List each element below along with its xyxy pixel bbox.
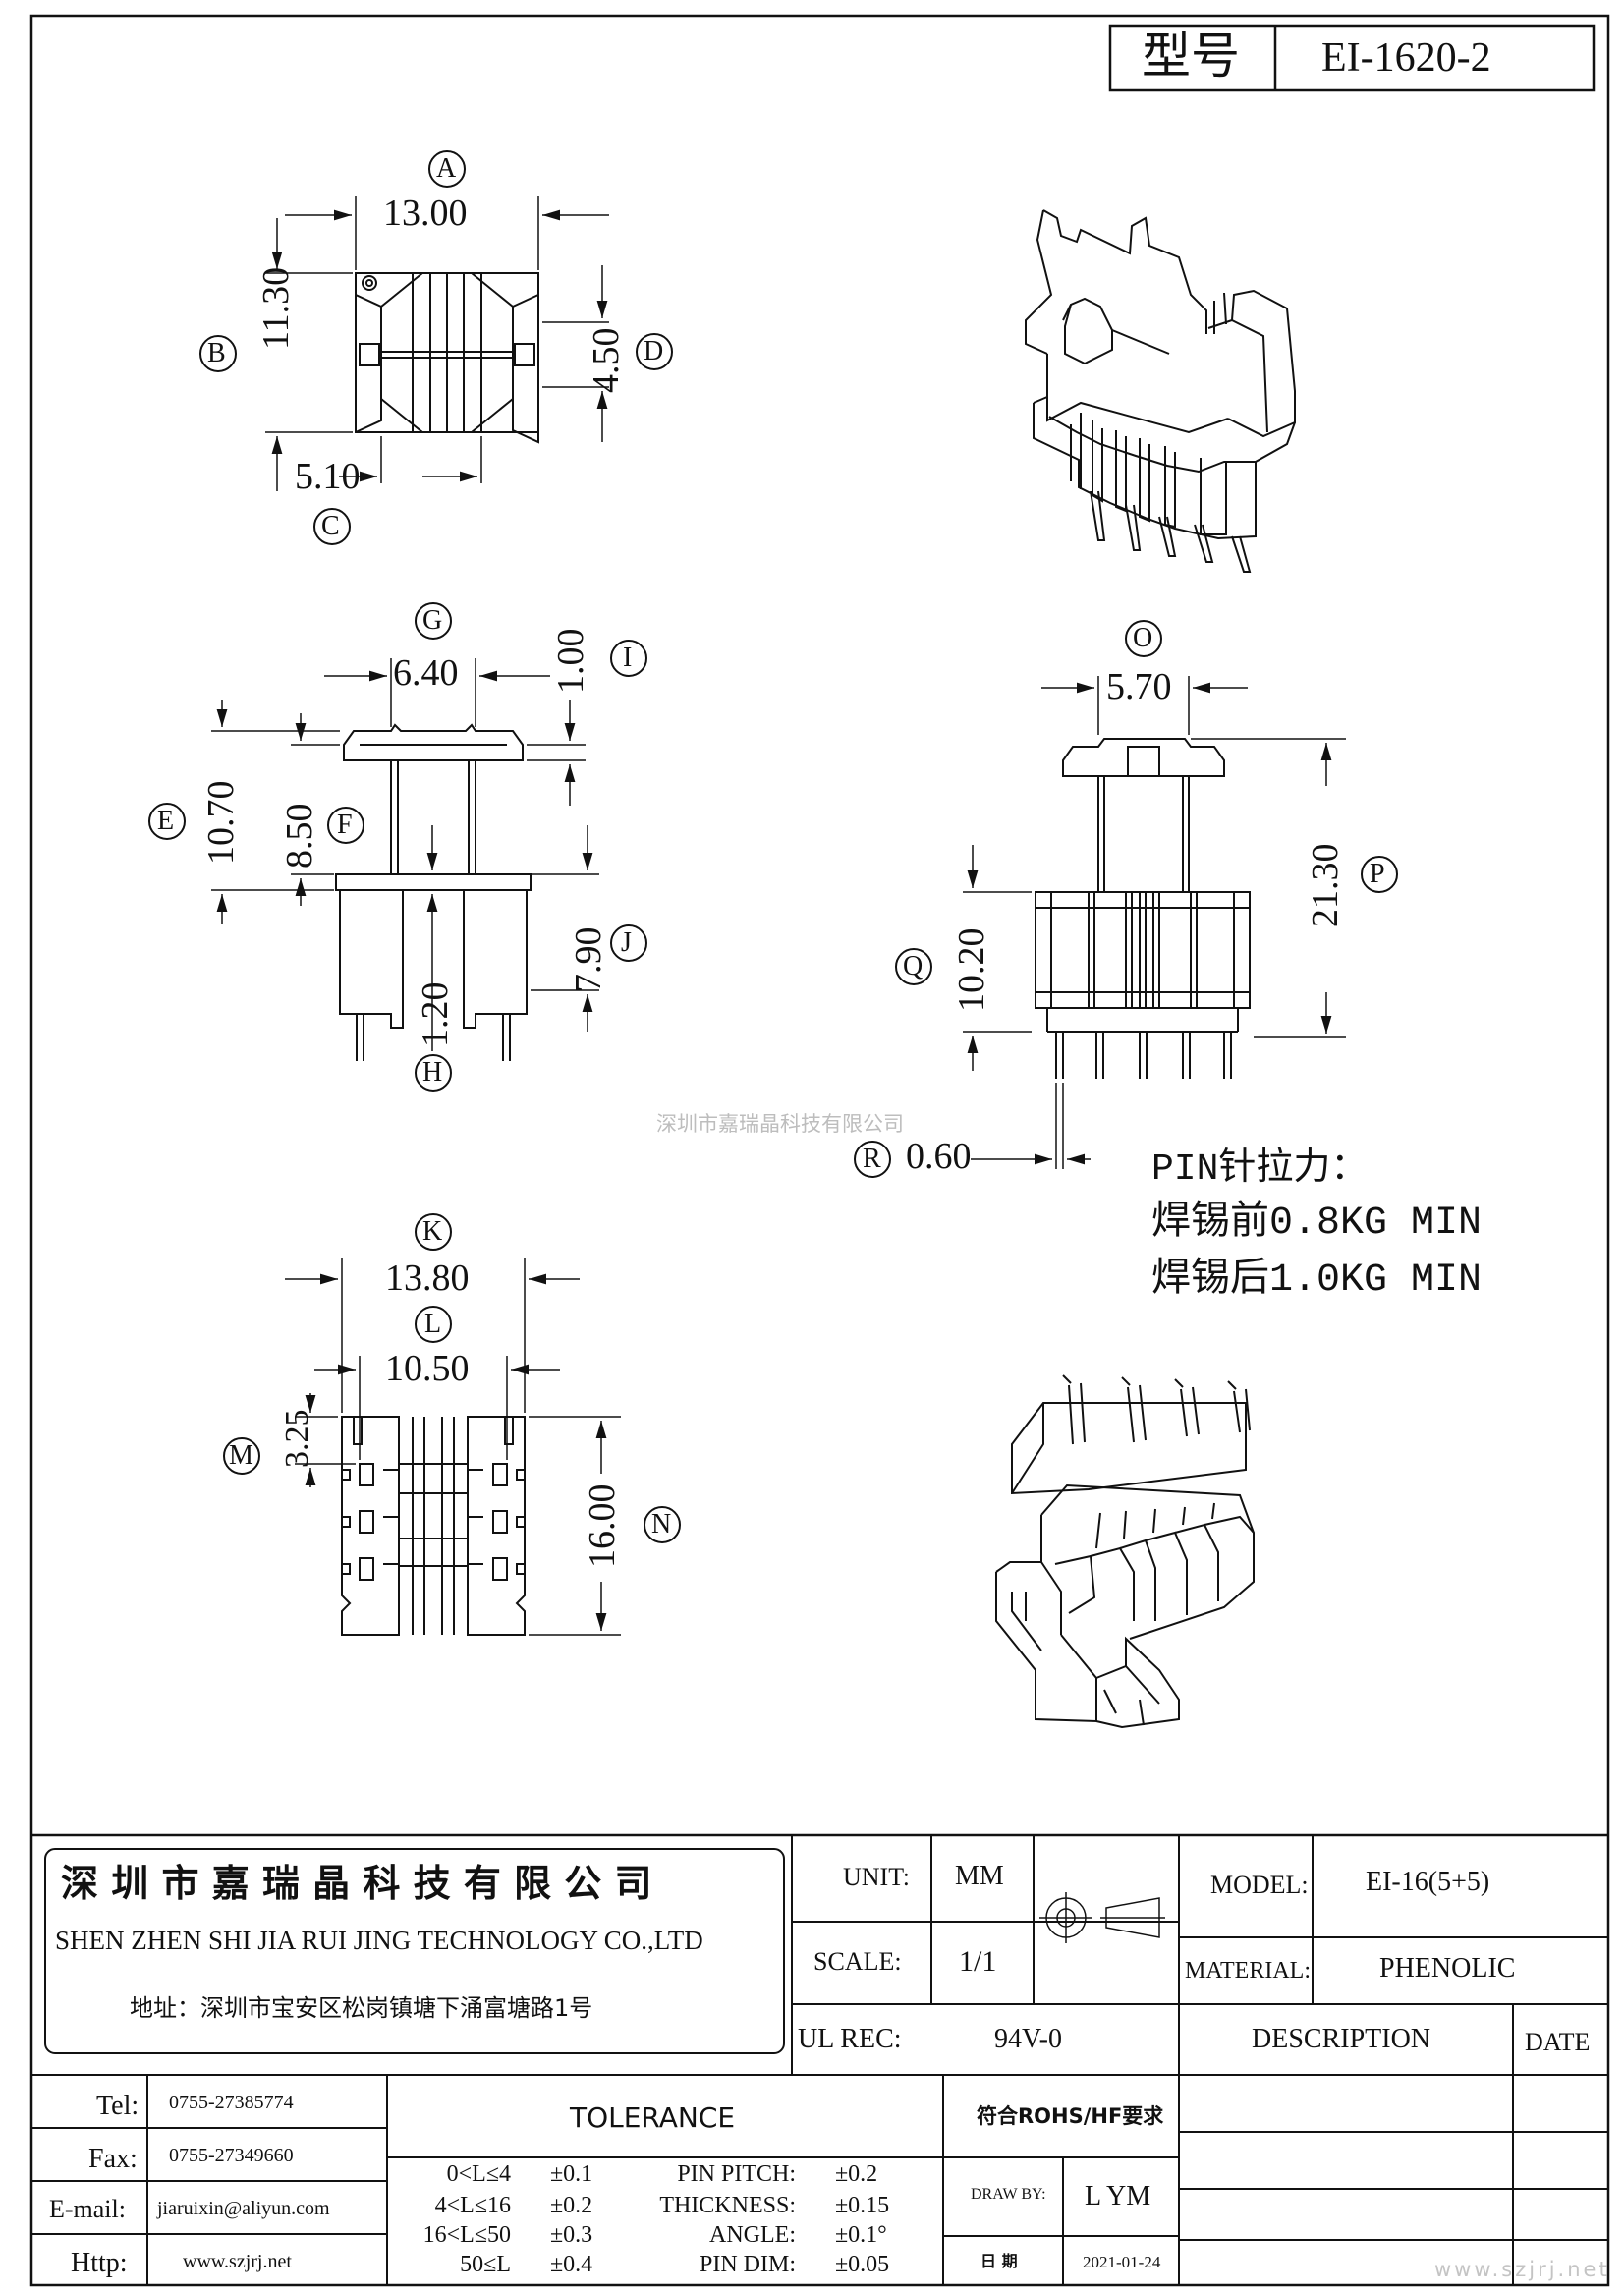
callout-d-letter: D bbox=[644, 336, 664, 366]
model-header-value: EI-1620-2 bbox=[1321, 35, 1491, 81]
callout-a-letter: A bbox=[436, 153, 457, 184]
unit-value: MM bbox=[955, 1861, 1004, 1891]
callout-j-letter: J bbox=[621, 927, 632, 958]
scale-label: SCALE: bbox=[813, 1947, 902, 1976]
callout-f-letter: F bbox=[337, 810, 353, 840]
dim-d-value: 4.50 bbox=[586, 327, 627, 394]
rohs-note: 符合ROHS/HF要求 bbox=[977, 2104, 1164, 2128]
dim-m-value: 3.25 bbox=[279, 1409, 315, 1469]
callout-g-letter: G bbox=[422, 605, 443, 636]
model-value: EI-16(5+5) bbox=[1366, 1867, 1490, 1897]
company-name-en: SHEN ZHEN SHI JIA RUI JING TECHNOLOGY CO… bbox=[55, 1926, 703, 1955]
callout-o-letter: O bbox=[1133, 623, 1153, 653]
callout-l-letter: L bbox=[424, 1309, 442, 1339]
model-header-label: 型号 bbox=[1142, 28, 1240, 84]
fax-label: Fax: bbox=[88, 2144, 138, 2174]
dim-g-value: 6.40 bbox=[393, 652, 459, 694]
dim-l-value: 10.50 bbox=[385, 1348, 470, 1389]
callout-q-letter: Q bbox=[903, 951, 924, 981]
email-value[interactable]: jiaruixin@aliyun.com bbox=[157, 2198, 330, 2219]
callout-e-letter: E bbox=[157, 806, 175, 836]
projection-symbol bbox=[1039, 1892, 1165, 1943]
date-header-label: DATE bbox=[1525, 2028, 1591, 2056]
callout-p-letter: P bbox=[1370, 859, 1385, 889]
callout-c-letter: C bbox=[321, 511, 340, 541]
company-name-cn: 深 圳 市 嘉 瑞 晶 科 技 有 限 公 司 bbox=[61, 1862, 652, 1905]
dim-o-value: 5.70 bbox=[1106, 666, 1172, 707]
dim-f-value: 8.50 bbox=[279, 803, 320, 869]
dim-c-value: 5.10 bbox=[295, 456, 361, 497]
dim-n-value: 16.00 bbox=[582, 1483, 623, 1569]
dim-i-value: 1.00 bbox=[550, 628, 591, 695]
dim-h-value: 1.20 bbox=[415, 981, 456, 1048]
dim-r-value: 0.60 bbox=[906, 1136, 972, 1177]
company-address: 地址：深圳市宝安区松岗镇塘下涌富塘路1号 bbox=[130, 1994, 593, 2022]
callout-k-letter: K bbox=[422, 1216, 443, 1247]
title-block-lines bbox=[31, 1833, 1608, 2285]
model-label: MODEL: bbox=[1210, 1871, 1309, 1899]
company-watermark: 深圳市嘉瑞晶科技有限公司 bbox=[656, 1112, 904, 1136]
scale-value: 1/1 bbox=[959, 1945, 997, 1978]
callout-m-letter: M bbox=[229, 1440, 253, 1471]
ul-rec-label: UL REC: bbox=[798, 2024, 902, 2054]
dim-q-value: 10.20 bbox=[951, 927, 992, 1013]
pin-note-line1: PIN针拉力： bbox=[1151, 1148, 1369, 1191]
isometric-view-bottom bbox=[995, 1374, 1255, 1729]
dim-a-value: 13.00 bbox=[383, 193, 468, 234]
http-value[interactable]: www.szjrj.net bbox=[183, 2251, 292, 2272]
draw-by-label: DRAW BY: bbox=[971, 2186, 1046, 2203]
email-label: E-mail: bbox=[49, 2195, 126, 2223]
date-cn-label: 日 期 bbox=[980, 2252, 1018, 2270]
callout-h-letter: H bbox=[422, 1057, 443, 1088]
pin-note-line2: 焊锡前0.8KG MIN bbox=[1151, 1202, 1483, 1246]
description-label: DESCRIPTION bbox=[1252, 2024, 1431, 2054]
bottom-view bbox=[341, 1416, 526, 1636]
callout-n-letter: N bbox=[651, 1509, 672, 1539]
dim-k-value: 13.80 bbox=[385, 1258, 470, 1299]
fax-value: 0755-27349660 bbox=[169, 2145, 294, 2166]
dim-p-value: 21.30 bbox=[1305, 843, 1346, 928]
draw-by-value: L YM bbox=[1085, 2181, 1151, 2211]
callout-i-letter: I bbox=[623, 643, 633, 673]
ul-rec-value: 94V-0 bbox=[994, 2024, 1062, 2054]
tel-value: 0755-27385774 bbox=[169, 2092, 294, 2113]
date-value: 2021-01-24 bbox=[1083, 2253, 1161, 2271]
dim-j-value: 7.90 bbox=[568, 926, 609, 993]
callout-b-letter: B bbox=[207, 338, 226, 368]
material-label: MATERIAL: bbox=[1185, 1958, 1311, 1984]
site-watermark: www.szjrj.net bbox=[1434, 2258, 1610, 2281]
front-view bbox=[335, 723, 532, 1061]
http-label: Http: bbox=[71, 2248, 128, 2278]
top-view bbox=[355, 272, 539, 444]
pin-note-line3: 焊锡后1.0KG MIN bbox=[1151, 1259, 1483, 1303]
dim-b-value: 11.30 bbox=[255, 266, 297, 350]
dim-e-value: 10.70 bbox=[200, 780, 242, 866]
unit-label: UNIT: bbox=[843, 1863, 911, 1891]
tolerance-label: TOLERANCE bbox=[570, 2101, 736, 2134]
isometric-view-top bbox=[1025, 209, 1296, 573]
tel-label: Tel: bbox=[96, 2091, 140, 2121]
side-view bbox=[1035, 738, 1251, 1079]
material-value: PHENOLIC bbox=[1379, 1953, 1516, 1984]
callout-r-letter: R bbox=[863, 1144, 881, 1174]
